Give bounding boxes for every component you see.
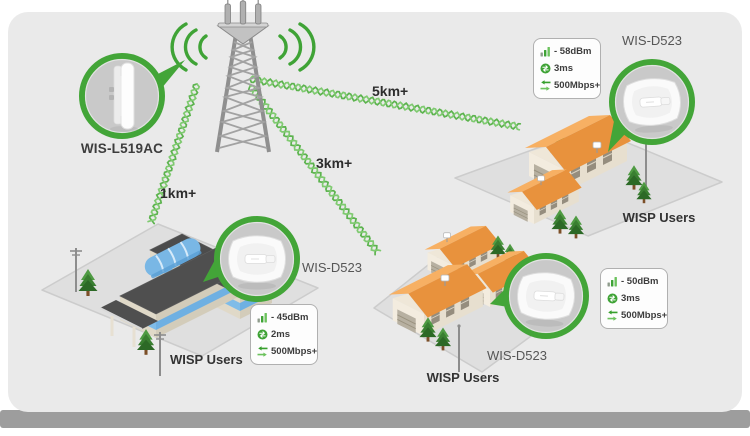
- speed-arrows-icon: [607, 310, 618, 321]
- callout-dish-office: [203, 216, 300, 302]
- stat-row-throughput: 500Mbps+: [540, 80, 600, 91]
- signal-bars-icon: [540, 46, 551, 57]
- stat-value-throughput: 500Mbps+: [554, 80, 601, 91]
- stat-row-latency: 3ms: [607, 293, 661, 304]
- stat-row-latency: 2ms: [257, 329, 311, 340]
- stat-row-rssi: - 50dBm: [607, 276, 661, 287]
- latency-gauge-icon: [257, 329, 268, 340]
- signal-bars-icon: [607, 276, 618, 287]
- speed-arrows-icon: [540, 80, 551, 91]
- signal-waves-left: [170, 22, 208, 72]
- distance-label-1km: 1km+: [160, 185, 197, 201]
- diagram-base-bar: [0, 410, 750, 428]
- stat-value-throughput: 500Mbps+: [271, 346, 318, 357]
- stat-value-latency: 2ms: [271, 329, 291, 340]
- stat-row-latency: 3ms: [540, 63, 594, 74]
- stat-value-latency: 3ms: [621, 293, 641, 304]
- stat-row-rssi: - 58dBm: [540, 46, 594, 57]
- stat-value-latency: 3ms: [554, 63, 574, 74]
- wireless-link-3km: [247, 84, 382, 256]
- stat-value-rssi: - 58dBm: [554, 46, 592, 57]
- wireless-link-1km: [147, 83, 201, 225]
- latency-gauge-icon: [607, 293, 618, 304]
- wisp-users-label-upper-right: WISP Users: [622, 210, 696, 225]
- distance-label-3km: 3km+: [316, 155, 353, 171]
- stat-value-rssi: - 50dBm: [621, 276, 659, 287]
- stat-row-throughput: 500Mbps+: [607, 310, 667, 321]
- wireless-link-5km: [249, 75, 522, 131]
- distance-label-5km: 5km+: [372, 83, 409, 99]
- wisp-users-label-office: WISP Users: [170, 352, 243, 367]
- product-label-base-station: WIS-L519AC: [80, 141, 164, 156]
- stats-box-office: - 45dBm 2ms 500Mbps+: [250, 304, 318, 365]
- entrance-canopy: [99, 300, 158, 347]
- stats-box-upper-right: - 58dBm 3ms 500Mbps+: [533, 38, 601, 99]
- signal-waves-right: [278, 22, 316, 72]
- stat-row-throughput: 500Mbps+: [257, 346, 317, 357]
- callout-dish-upper-right: [608, 59, 695, 152]
- cell-tower: [215, 0, 271, 153]
- blue-vault-roof: [144, 238, 202, 279]
- stat-row-rssi: - 45dBm: [257, 312, 311, 323]
- product-label-cpe-office: WIS-D523: [302, 260, 362, 275]
- signal-bars-icon: [257, 312, 268, 323]
- callout-dish-bottom: [490, 253, 589, 339]
- stat-value-rssi: - 45dBm: [271, 312, 309, 323]
- stat-value-throughput: 500Mbps+: [621, 310, 668, 321]
- stats-box-bottom: - 50dBm 3ms 500Mbps+: [600, 268, 668, 329]
- wisp-users-label-bottom: WISP Users: [426, 370, 500, 385]
- product-label-cpe-bottom: WIS-D523: [487, 348, 547, 363]
- product-label-cpe-upper-right: WIS-D523: [622, 33, 682, 48]
- latency-gauge-icon: [540, 63, 551, 74]
- speed-arrows-icon: [257, 346, 268, 357]
- callout-base-antenna: [79, 53, 185, 139]
